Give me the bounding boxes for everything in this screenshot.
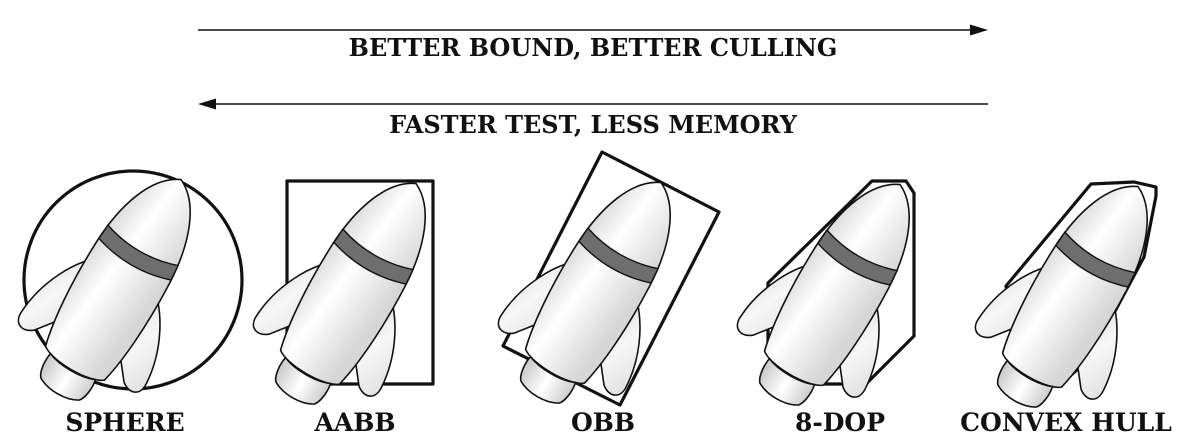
arrow-right-head-icon — [970, 24, 988, 36]
sphere-label: SPHERE — [65, 408, 184, 437]
arrow-left-head-icon — [198, 98, 216, 110]
bottom-caption: FASTER TEST, LESS MEMORY — [389, 110, 798, 139]
convex-hull-volume — [951, 149, 1192, 438]
rocket-icon — [474, 145, 725, 434]
better-bound-arrow — [198, 24, 988, 36]
faster-test-arrow — [198, 98, 988, 110]
rocket-icon — [229, 146, 480, 435]
rocket-icon — [0, 142, 245, 431]
8-dop-volume — [713, 147, 964, 436]
convex-hull-label: CONVEX HULL — [960, 408, 1172, 437]
top-caption: BETTER BOUND, BETTER CULLING — [349, 33, 838, 62]
obb-volume — [474, 145, 725, 434]
aabb-volume — [229, 146, 480, 435]
aabb-label: AABB — [313, 408, 395, 437]
sphere-volume — [0, 142, 245, 431]
obb-label: OBB — [571, 408, 635, 437]
rocket-icon — [713, 147, 964, 436]
8-dop-label: 8-DOP — [795, 408, 885, 437]
